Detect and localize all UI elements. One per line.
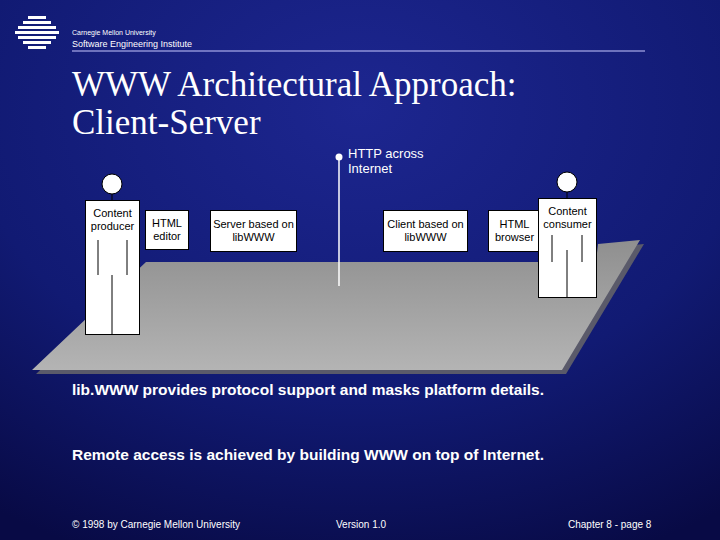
node-label: HTML editor [146, 217, 188, 243]
person-legs [112, 275, 113, 335]
person-legs [567, 250, 568, 298]
person-arm [98, 240, 99, 275]
person-arm [127, 240, 128, 275]
bullet-note: Remote access is achieved by building WW… [72, 446, 562, 464]
process-box: Server based on libWWW [210, 210, 297, 252]
header-rule [72, 51, 645, 52]
node-label: Client based on libWWW [384, 218, 467, 244]
bullet-note: lib.WWW provides protocol support and ma… [72, 381, 562, 399]
node-label: Content consumer [539, 205, 596, 231]
node-label: HTML browser [489, 218, 540, 244]
copyright-notice: © 1998 by Carnegie Mellon University [72, 519, 322, 531]
page-number: Chapter 8 - page 8 [568, 519, 708, 531]
tool-box: HTML editor [145, 210, 189, 250]
internet-line [338, 157, 340, 286]
person-body: Content producer [85, 200, 140, 335]
institute-logo [15, 16, 59, 49]
institute-name: Software Engineering Institute [72, 39, 372, 49]
person-head [102, 174, 122, 194]
network-label: HTTP across Internet [348, 146, 448, 176]
node-label: Server based on libWWW [211, 218, 296, 244]
person-body: Content consumer [538, 198, 597, 298]
process-box: Client based on libWWW [383, 210, 468, 252]
internet-dot [336, 154, 343, 161]
university-name: Carnegie Mellon University [72, 29, 372, 37]
person-head [557, 172, 577, 192]
tool-box: HTML browser [488, 210, 541, 252]
person-arm [582, 235, 583, 262]
person-arm [552, 235, 553, 262]
node-label: Content producer [86, 207, 139, 233]
slide-title: WWW Architectural Approach: Client-Serve… [72, 66, 582, 142]
version-label: Version 1.0 [336, 519, 436, 531]
